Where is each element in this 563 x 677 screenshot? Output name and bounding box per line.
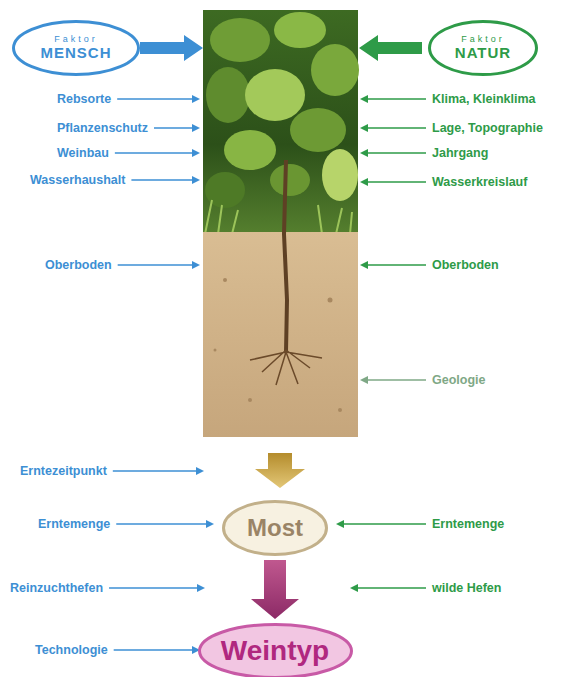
ellipse-node: FaktorNATUR (428, 20, 538, 76)
harvest-arrow (255, 453, 305, 488)
human-factor-label: Erntezeitpunkt (20, 464, 107, 479)
nature-factor-label: wilde Hefen (432, 581, 501, 596)
leader-arrow (360, 178, 426, 186)
leader-arrow (109, 584, 205, 592)
ellipse-node: Most (222, 500, 328, 556)
leader-arrow (115, 149, 200, 157)
leader-arrow (114, 646, 200, 654)
natur-arrow (359, 35, 422, 61)
leader-arrow (131, 176, 200, 184)
stage-title: Most (247, 515, 303, 541)
human-factor-label: Technologie (35, 643, 108, 658)
leader-arrow (117, 95, 200, 103)
nature-factor-label: Erntemenge (432, 517, 504, 532)
leader-arrow (360, 261, 426, 269)
vine-photo (203, 10, 359, 437)
leader-arrow (113, 467, 204, 475)
nature-factor-label: Lage, Topographie (432, 121, 543, 136)
factor-name: MENSCH (40, 45, 111, 62)
leader-arrow (360, 149, 426, 157)
nature-factor-label: Oberboden (432, 258, 499, 273)
leader-arrow (360, 376, 426, 384)
leader-arrow (336, 520, 426, 528)
leader-arrow (154, 124, 200, 132)
leader-arrow (118, 261, 200, 269)
human-factor-label: Erntemenge (38, 517, 110, 532)
stage-title: Weintyp (221, 636, 329, 667)
human-factor-label: Rebsorte (57, 92, 111, 107)
ellipse-node: Weintyp (198, 623, 353, 677)
leader-arrow (350, 584, 426, 592)
leader-arrow (360, 124, 426, 132)
mensch-arrow (140, 35, 203, 61)
nature-factor-label: Geologie (432, 373, 485, 388)
nature-factor-label: Klima, Kleinklima (432, 92, 536, 107)
human-factor-label: Oberboden (45, 258, 112, 273)
human-factor-label: Reinzuchthefen (10, 581, 103, 596)
nature-factor-label: Wasserkreislauf (432, 175, 527, 190)
leader-arrow (116, 520, 214, 528)
process-arrow (251, 560, 299, 619)
human-factor-label: Wasserhaushalt (30, 173, 125, 188)
nature-factor-label: Jahrgang (432, 146, 488, 161)
ellipse-node: FaktorMENSCH (12, 20, 140, 76)
human-factor-label: Weinbau (57, 146, 109, 161)
leader-arrow (360, 95, 426, 103)
factor-word: Faktor (461, 35, 505, 45)
factor-word: Faktor (54, 35, 98, 45)
human-factor-label: Pflanzenschutz (57, 121, 148, 136)
factor-name: NATUR (455, 45, 511, 62)
